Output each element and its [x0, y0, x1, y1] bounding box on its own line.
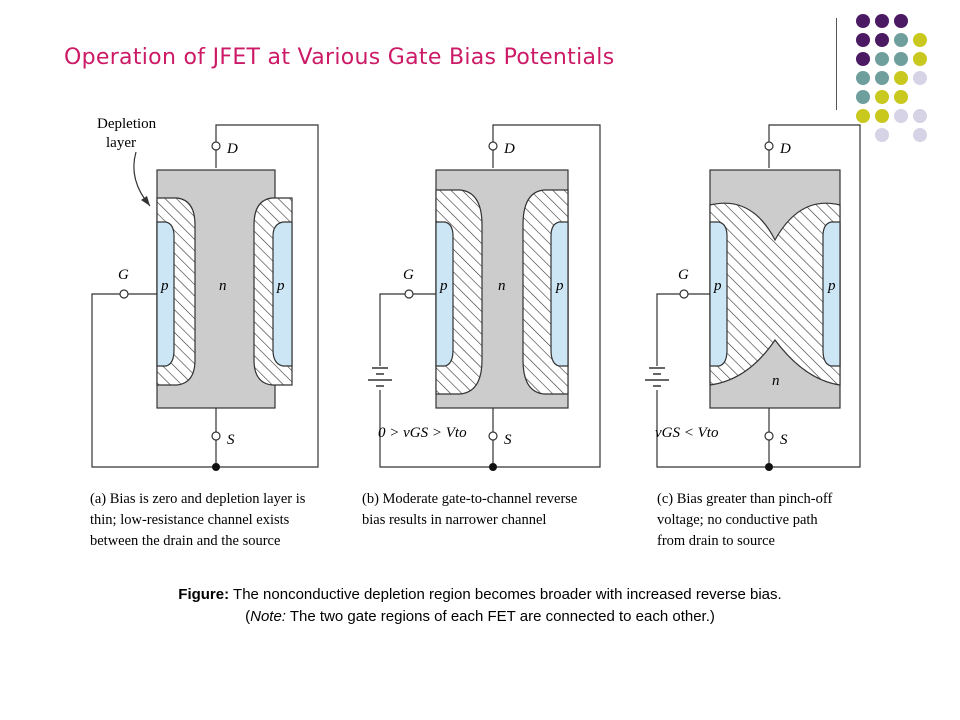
- decor-divider: [836, 18, 837, 110]
- p-region: [272, 221, 293, 367]
- terminal-s: [211, 431, 221, 441]
- decor-dot: [875, 14, 889, 28]
- decor-dot: [913, 128, 927, 142]
- decor-dot: [856, 14, 870, 28]
- caption-line-1: Figure: The nonconductive depletion regi…: [0, 584, 960, 606]
- depletion-arrow: [133, 151, 151, 207]
- decor-dot: [894, 14, 908, 28]
- caption-a-line: thin; low-resistance channel exists: [90, 512, 290, 528]
- terminal-s: [488, 431, 498, 441]
- node-dot: [212, 463, 220, 471]
- jfet-figure: D G S p p n Depletion layer D G S p p: [90, 116, 861, 549]
- decor-dot: [913, 109, 927, 123]
- p-region: [156, 221, 175, 367]
- panel-c: D G S p p n vGS < Vto: [645, 124, 861, 471]
- label-n: n: [772, 373, 780, 389]
- label-d: D: [226, 141, 238, 157]
- label-g: G: [118, 267, 129, 283]
- bias-label: vGS < Vto: [655, 425, 719, 441]
- caption-b-line: bias results in narrower channel: [362, 512, 546, 528]
- caption-c-line: from drain to source: [657, 533, 775, 549]
- depletion-label: layer: [106, 135, 136, 151]
- label-p: p: [276, 278, 285, 294]
- label-n: n: [498, 278, 506, 294]
- depletion-label: Depletion: [97, 116, 157, 132]
- decor-dot: [875, 109, 889, 123]
- label-d: D: [779, 141, 791, 157]
- panel-a: D G S p p n Depletion layer: [91, 116, 319, 471]
- node-dot: [489, 463, 497, 471]
- bias-label: 0 > vGS > Vto: [378, 425, 467, 441]
- caption-note-label: Note:: [250, 608, 286, 625]
- caption-label: Figure:: [178, 586, 230, 603]
- node-dot: [765, 463, 773, 471]
- depletion-region: [709, 202, 841, 386]
- decor-dot: [913, 33, 927, 47]
- terminal-d: [764, 141, 774, 151]
- p-region: [822, 221, 841, 367]
- label-p: p: [713, 278, 722, 294]
- caption-note-text: The two gate regions of each FET are con…: [289, 608, 715, 625]
- terminal-g: [119, 289, 129, 299]
- label-g: G: [678, 267, 689, 283]
- decor-dot: [913, 71, 927, 85]
- sub-captions: (a) Bias is zero and depletion layer is …: [90, 491, 832, 549]
- p-region: [709, 221, 728, 367]
- terminal-d: [488, 141, 498, 151]
- caption-text: The nonconductive depletion region becom…: [233, 586, 782, 603]
- terminal-s: [764, 431, 774, 441]
- decor-dot: [856, 33, 870, 47]
- label-p: p: [555, 278, 564, 294]
- decor-dot: [894, 90, 908, 104]
- decor-dot: [894, 109, 908, 123]
- caption-c-line: voltage; no conductive path: [657, 512, 818, 528]
- decor-dot: [875, 71, 889, 85]
- decor-dot: [894, 52, 908, 66]
- decor-dot: [856, 90, 870, 104]
- decor-dot: [856, 52, 870, 66]
- decor-dot: [875, 52, 889, 66]
- decor-dot: [913, 52, 927, 66]
- label-s: S: [227, 432, 235, 448]
- label-p: p: [827, 278, 836, 294]
- label-d: D: [503, 141, 515, 157]
- decor-dot: [875, 90, 889, 104]
- p-region: [550, 221, 569, 367]
- decor-dot: [856, 71, 870, 85]
- caption-line-2: (Note: The two gate regions of each FET …: [245, 608, 715, 625]
- label-g: G: [403, 267, 414, 283]
- p-region: [435, 221, 454, 367]
- panel-b: D G S p p n 0 > vGS > Vto: [368, 124, 601, 471]
- decor-dot: [875, 33, 889, 47]
- terminal-g: [679, 289, 689, 299]
- decor-dot: [894, 71, 908, 85]
- terminal-d: [211, 141, 221, 151]
- terminal-g: [404, 289, 414, 299]
- caption-a-line: (a) Bias is zero and depletion layer is: [90, 491, 306, 507]
- label-s: S: [504, 432, 512, 448]
- decor-dot: [875, 128, 889, 142]
- caption-c-line: (c) Bias greater than pinch-off: [657, 491, 832, 507]
- label-p: p: [160, 278, 169, 294]
- decor-dot: [856, 109, 870, 123]
- figure-caption: Figure: The nonconductive depletion regi…: [0, 584, 960, 628]
- label-n: n: [219, 278, 227, 294]
- caption-b-line: (b) Moderate gate-to-channel reverse: [362, 491, 577, 507]
- label-p: p: [439, 278, 448, 294]
- caption-a-line: between the drain and the source: [90, 533, 280, 549]
- slide-title: Operation of JFET at Various Gate Bias P…: [64, 45, 615, 70]
- label-s: S: [780, 432, 788, 448]
- decor-dot: [894, 33, 908, 47]
